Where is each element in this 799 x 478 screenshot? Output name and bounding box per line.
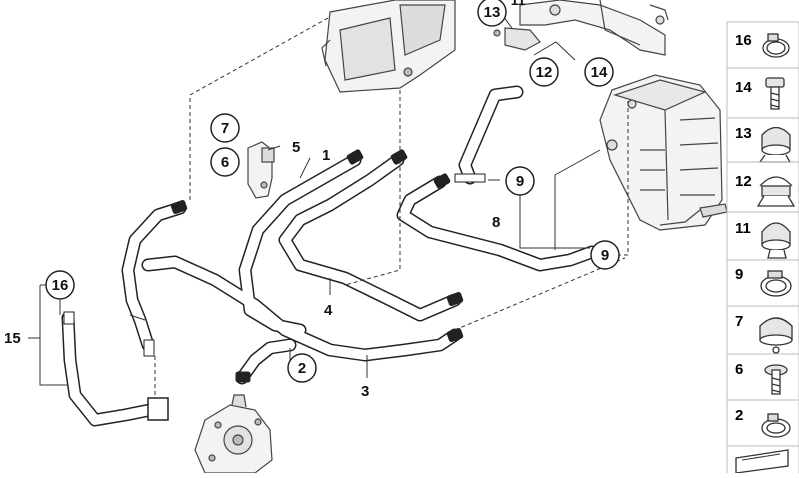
callout-12[interactable]: 12 — [529, 57, 559, 87]
legend-item-14[interactable]: 14 — [727, 67, 799, 110]
svg-text:12: 12 — [536, 64, 553, 81]
svg-text:7: 7 — [221, 120, 229, 137]
callout-3[interactable]: 3 — [361, 383, 369, 400]
legend-number: 11 — [735, 220, 751, 237]
callout-8[interactable]: 8 — [492, 214, 500, 231]
legend-number: 14 — [735, 79, 752, 96]
legend-number: 6 — [735, 361, 743, 378]
svg-text:6: 6 — [221, 154, 229, 171]
callout-16[interactable]: 16 — [45, 270, 75, 300]
callout-15[interactable]: 15 — [4, 330, 21, 347]
callout-9-lower[interactable]: 9 — [590, 240, 620, 270]
parts-legend-panel: 16 14 13 — [726, 21, 799, 474]
svg-text:13: 13 — [484, 4, 501, 21]
hose-holder-icon — [758, 126, 792, 163]
legend-number: 16 — [735, 32, 752, 49]
hose-clamp-icon — [762, 33, 790, 58]
legend-item-11[interactable]: 11 — [727, 211, 799, 259]
callout-14[interactable]: 14 — [584, 57, 614, 87]
hose-connectors — [63, 149, 486, 421]
legend-number: 13 — [735, 125, 752, 142]
hose-3 — [121, 201, 187, 352]
heat-exchanger — [599, 74, 728, 231]
svg-text:2: 2 — [298, 360, 306, 377]
svg-text:9: 9 — [516, 173, 524, 190]
callout-13[interactable]: 13 — [477, 0, 507, 27]
svg-text:9: 9 — [601, 247, 609, 264]
callout-4[interactable]: 4 — [324, 302, 333, 319]
coolant-hoses — [61, 85, 599, 427]
callouts: 13 11 12 14 7 6 5 1 9 8 9 4 — [4, 0, 620, 400]
legend-item-16[interactable]: 16 — [727, 21, 799, 58]
legend-item-9[interactable]: 9 — [727, 259, 799, 297]
hose-holder-icon — [761, 222, 791, 259]
callout-9-upper[interactable]: 9 — [505, 166, 535, 196]
legend-item-12[interactable]: 12 — [727, 161, 799, 207]
screw-icon — [765, 77, 785, 110]
legend-item-7[interactable]: 7 — [727, 305, 799, 354]
legend-item-6[interactable]: 6 — [727, 353, 799, 395]
legend-item-2[interactable]: 2 — [727, 399, 799, 438]
callout-1[interactable]: 1 — [322, 147, 330, 164]
svg-text:14: 14 — [591, 64, 608, 81]
leader-lines — [28, 11, 629, 398]
callout-7[interactable]: 7 — [210, 113, 240, 143]
callout-6[interactable]: 6 — [210, 147, 240, 177]
hose-holder-icon — [759, 317, 793, 354]
coolant-expansion-tank — [321, 0, 456, 93]
hose-clamp-icon — [761, 413, 791, 438]
mounting-bracket-top — [493, 0, 669, 56]
screw-icon — [764, 364, 788, 395]
hose-clamp-icon — [760, 270, 792, 297]
small-bracket — [247, 141, 275, 199]
callout-2[interactable]: 2 — [287, 353, 317, 383]
hose-holder-icon — [756, 176, 796, 207]
legend-number: 2 — [735, 407, 743, 424]
callout-5[interactable]: 5 — [292, 139, 300, 156]
legend-number: 12 — [735, 173, 752, 190]
legend-number: 9 — [735, 266, 743, 283]
svg-text:16: 16 — [52, 277, 69, 294]
legend-item-13[interactable]: 13 — [727, 117, 799, 163]
arrow-box-icon — [727, 445, 799, 474]
callout-11[interactable]: 11 — [511, 0, 526, 8]
coolant-pump — [194, 394, 273, 474]
legend-number: 7 — [735, 313, 743, 330]
